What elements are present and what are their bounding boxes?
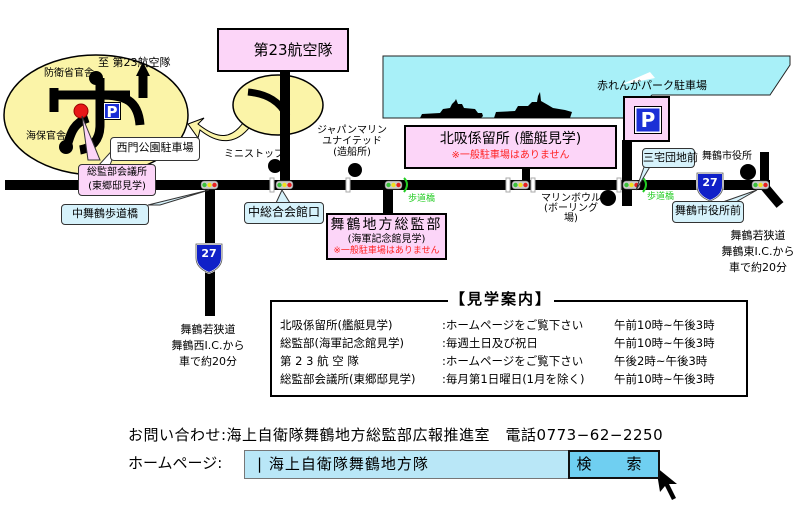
inset-arrow-up — [136, 62, 150, 76]
tour-info-days: :毎週土日及び祝日 — [442, 336, 538, 350]
contact-line: お問い合わせ:海上自衛隊舞鶴地方総監部広報推進室 電話0773−62−2250 — [128, 426, 664, 444]
japan-marine-line-1: ジャパンマリン — [317, 125, 387, 136]
marine-bowl-line-2: (ボーリング場) — [544, 203, 598, 224]
ministop-label: ミニストップ — [224, 149, 284, 160]
japan-marine-marker — [348, 163, 362, 177]
east-access-line-3: 車で約20分 — [729, 261, 787, 274]
road-air-group — [280, 56, 290, 186]
air-group-box: 第23航空隊 — [217, 28, 349, 72]
soukanbu-kaigisho-label: 総監部会議所 — [87, 167, 147, 178]
sea-area — [382, 55, 791, 119]
road-soukanbu — [383, 185, 393, 215]
homepage-search-input[interactable]: | 海上自衛隊舞鶴地方隊 — [244, 450, 570, 479]
city-hall-label: 舞鶴市役所 — [702, 151, 752, 162]
city-hall-mae-callout: 舞鶴市役所前 — [672, 201, 744, 223]
footbridge-label-2: 歩道橋 — [647, 192, 675, 202]
ship-silhouettes — [420, 92, 572, 118]
traffic-light-icon — [751, 180, 770, 190]
tour-info-hours: 午後2時~午後3時 — [614, 354, 708, 368]
japan-marine-label: ジャパンマリン ユナイテッド (造船所) — [314, 125, 390, 158]
traffic-light-icon — [275, 180, 294, 190]
japan-marine-line-3: (造船所) — [333, 147, 371, 158]
route-27-shield-east — [696, 172, 724, 203]
tour-info-hours: 午前10時~午後3時 — [614, 336, 715, 350]
traffic-light-icon — [200, 180, 219, 190]
sanyaku-danchi-callout: 三宅団地前 — [642, 148, 698, 168]
city-hall-marker — [740, 164, 756, 180]
marine-bowl-marker — [600, 190, 616, 206]
tour-info-days: :ホームページをご覧下さい — [442, 318, 584, 332]
traffic-lights — [200, 180, 770, 190]
traffic-light-icon — [384, 180, 403, 190]
ministop-marker — [268, 159, 282, 173]
nishimon-parking-callout: 西門公園駐車場 — [110, 137, 200, 161]
akarenga-parking-label: 赤れんがパーク駐車場 — [597, 79, 707, 92]
route-27-west-number: 27 — [201, 247, 217, 260]
footbridge-mark-1 — [403, 177, 408, 193]
tour-info-title: 【見学案内】 — [448, 288, 555, 309]
kaiho-kansha-marker — [59, 140, 73, 154]
west-access-line-3: 車で約20分 — [179, 355, 237, 368]
road-east — [760, 152, 769, 186]
west-access-line-2: 舞鶴西I.C.から — [171, 339, 245, 352]
nishimon-parking-icon: P — [103, 102, 121, 121]
soukanbu-note: ※一般駐車場はありません — [333, 246, 440, 256]
bouei-kansha-marker — [89, 71, 103, 85]
to-air-group-label: 至 第23航空隊 — [98, 56, 171, 69]
tour-info-place: 総監部(海軍記念館見学) — [280, 336, 404, 350]
crosswalks — [269, 177, 622, 193]
japan-marine-line-2: ユナイテッド — [322, 136, 382, 147]
naka-sogo-kaikan-callout: 中総合会館口 — [244, 202, 324, 224]
tour-info-hours: 午前10時~午後3時 — [614, 372, 715, 386]
road-kitasui — [522, 168, 530, 182]
soukanbu-kaigisho-sub: (東郷邸見学) — [88, 181, 146, 192]
homepage-search-button[interactable]: 検 索 — [568, 450, 660, 479]
footbridge-mark-2 — [642, 177, 647, 193]
road-akarenga — [622, 140, 632, 206]
naka-maizuru-footbridge-callout: 中舞鶴歩道橋 — [61, 204, 149, 225]
route-27-shield-west — [195, 243, 223, 275]
kitasui-note: ※一般駐車場はありません — [451, 150, 570, 161]
tour-info-place: 北吸係留所(艦艇見学) — [280, 318, 393, 332]
tour-info-days: :ホームページをご覧下さい — [442, 354, 584, 368]
route-27-east-number: 27 — [702, 176, 718, 189]
kaiho-kansha-label: 海保官舎 — [26, 131, 66, 142]
traffic-light-icon — [511, 180, 530, 190]
tour-info-place: 総監部会議所(東郷邸見学) — [280, 372, 416, 386]
footbridge-label-1: 歩道橋 — [408, 194, 436, 204]
marine-bowl-label: マリンボウル (ボーリング場) — [538, 194, 604, 224]
west-access-label: 舞鶴若狭道 舞鶴西I.C.から 車で約20分 — [168, 322, 248, 370]
soukanbu-kaigisho-marker — [73, 103, 89, 119]
marine-bowl-line-1: マリンボウル — [541, 193, 601, 204]
tour-info-hours: 午前10時~午後3時 — [614, 318, 715, 332]
soukanbu-box: 舞鶴地方総監部 (海軍記念館見学) ※一般駐車場はありません — [326, 213, 447, 260]
soukanbu-name: 舞鶴地方総監部 — [330, 217, 443, 233]
bouei-kansha-label: 防衛省官舎 — [44, 68, 94, 79]
west-access-line-1: 舞鶴若狭道 — [180, 323, 236, 336]
akarenga-parking-box: P — [623, 96, 670, 142]
soukanbu-kaigisho-callout: 総監部会議所 (東郷邸見学) — [78, 164, 156, 196]
soukanbu-sub: (海軍記念館見学) — [347, 234, 426, 245]
kitasui-box: 北吸係留所 (艦艇見学) ※一般駐車場はありません — [404, 125, 617, 169]
mouse-cursor — [656, 467, 677, 500]
tour-info-place: 第 2 3 航 空 隊 — [280, 354, 359, 368]
tour-info-days: :毎月第1日曜日(1月を除く) — [442, 372, 585, 386]
homepage-label: ホームページ: — [128, 454, 223, 472]
kitasui-name: 北吸係留所 (艦艇見学) — [439, 131, 582, 147]
east-access-line-1: 舞鶴若狭道 — [730, 229, 786, 242]
east-access-line-2: 舞鶴東I.C.から — [721, 245, 795, 258]
traffic-light-icon — [622, 180, 641, 190]
akarenga-parking-icon: P — [634, 106, 662, 134]
east-access-label: 舞鶴若狭道 舞鶴東I.C.から 車で約20分 — [716, 228, 800, 276]
